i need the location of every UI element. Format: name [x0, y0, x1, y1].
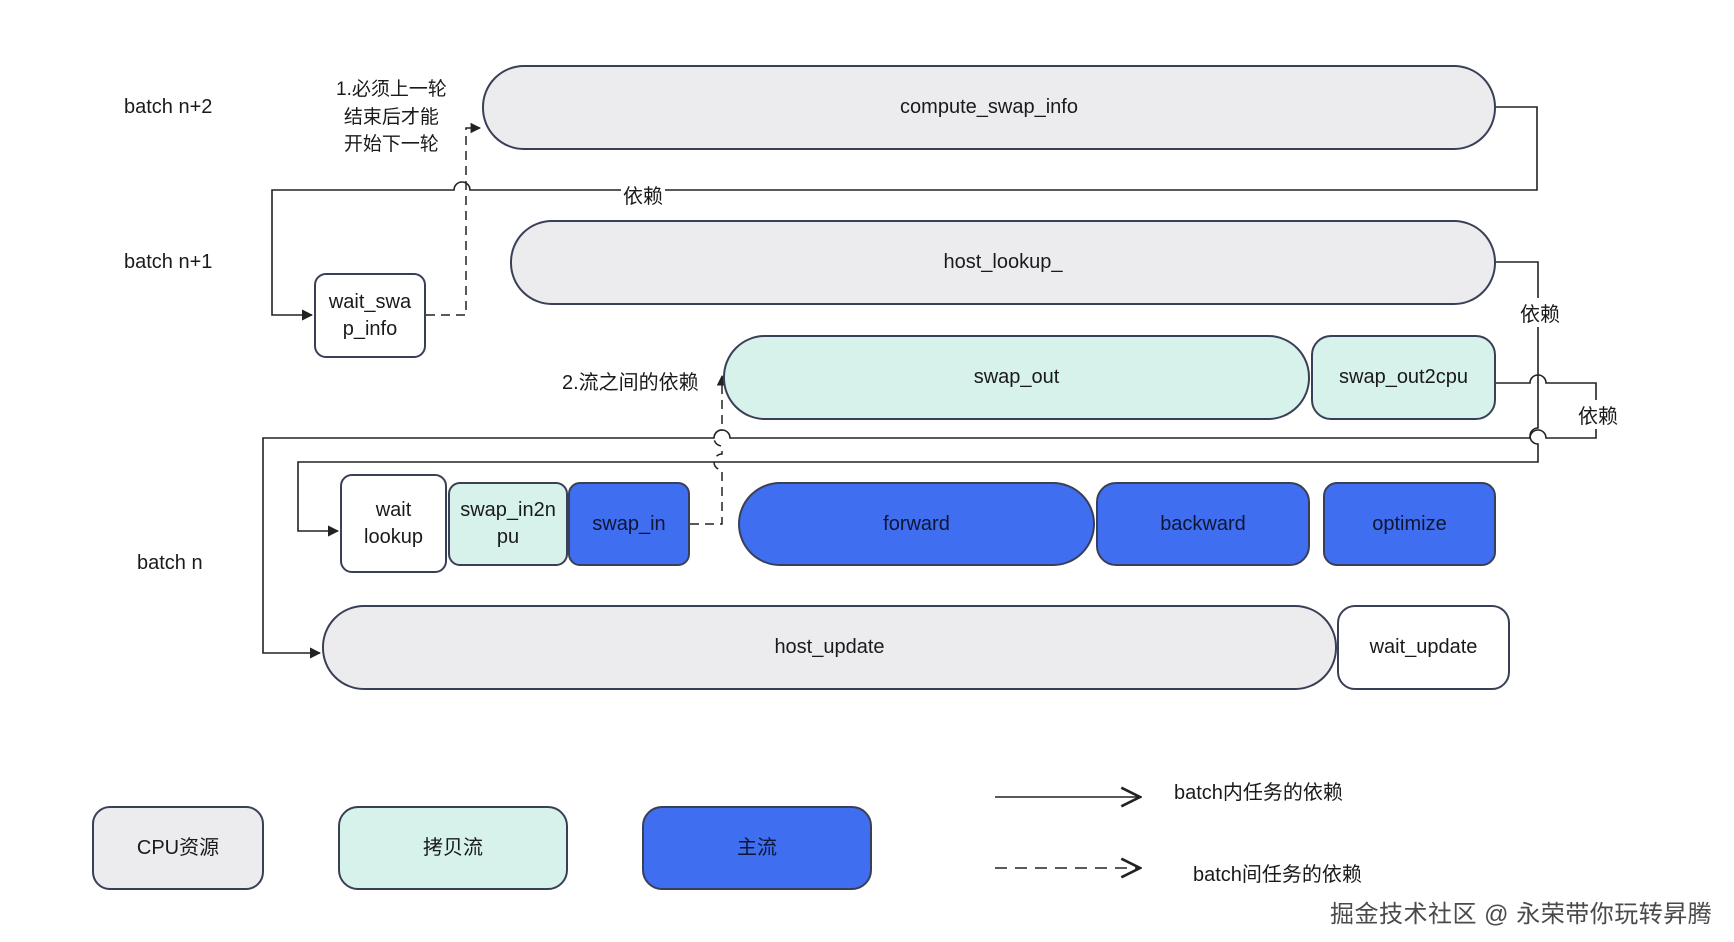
legend-main-swatch: 主流 [642, 806, 872, 890]
note-stream-dependency: 2.流之间的依赖 [562, 372, 699, 394]
legend-dashed-label: batch间任务的依赖 [1193, 864, 1362, 886]
row-label-batch-n: batch n [137, 552, 203, 574]
node-wait-update: wait_update [1337, 605, 1510, 690]
node-compute-swap-info: compute_swap_info [482, 65, 1496, 150]
node-wait-swap-info: wait_swa p_info [314, 273, 426, 358]
node-swap-in: swap_in [568, 482, 690, 566]
dep-label-swap-out2cpu: 依赖 [1576, 400, 1620, 429]
note-round-dependency: 1.必须上一轮 结束后才能 开始下一轮 [336, 79, 447, 156]
dashed-line-wait-swap-to-compute [426, 122, 482, 316]
node-backward: backward [1096, 482, 1310, 566]
node-swap-out: swap_out [723, 335, 1310, 420]
node-forward: forward [738, 482, 1095, 566]
node-swap-in2npu: swap_in2n pu [448, 482, 568, 566]
node-swap-out2cpu: swap_out2cpu [1311, 335, 1496, 420]
watermark: 掘金技术社区 @ 永荣带你玩转昇腾 [1330, 901, 1713, 928]
row-label-batch-n1: batch n+1 [124, 251, 213, 273]
row-label-batch-n2: batch n+2 [124, 96, 213, 118]
dep-label-host-lookup: 依赖 [1518, 298, 1562, 327]
node-host-lookup: host_lookup_ [510, 220, 1496, 305]
node-host-update: host_update [322, 605, 1337, 690]
node-wait-lookup: wait lookup [340, 474, 447, 573]
dep-label-compute: 依赖 [621, 180, 665, 209]
legend-solid-label: batch内任务的依赖 [1174, 782, 1343, 804]
legend-copy-swatch: 拷贝流 [338, 806, 568, 890]
node-optimize: optimize [1323, 482, 1496, 566]
dashed-line-swapin-to-swapout [690, 374, 728, 525]
legend-cpu-swatch: CPU资源 [92, 806, 264, 890]
